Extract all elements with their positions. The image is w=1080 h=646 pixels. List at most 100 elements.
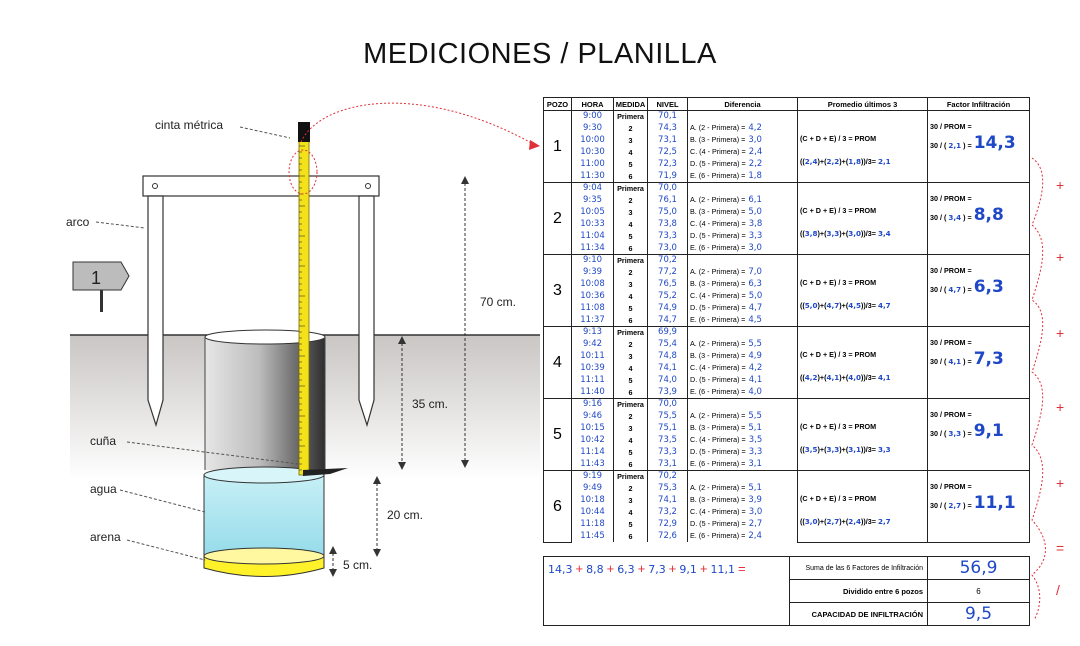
capacidad-value: 9,5 xyxy=(927,602,1030,626)
header-factor: Factor Infiltración xyxy=(927,97,1030,111)
nivel-cell: 76,1 xyxy=(647,194,688,206)
stake-sign: 1 xyxy=(72,261,130,312)
diferencia-cell: E. (6 - Primera) =4,0 xyxy=(687,386,798,399)
summary-table: 14,3+8,8+6,3+7,3+9,1+11,1= Suma de las 6… xyxy=(543,556,1030,626)
annotation-plus: + xyxy=(1056,177,1064,193)
medida-cell: 4 xyxy=(613,362,648,374)
pozo-number: 1 xyxy=(543,110,572,183)
cuna-wedge xyxy=(303,468,348,476)
hora-cell: 10:00 xyxy=(571,134,614,146)
header-promedio: Promedio últimos 3 xyxy=(797,97,928,111)
diferencia-cell: A. (2 - Primera) =5,5 xyxy=(687,410,798,422)
medida-cell: 4 xyxy=(613,146,648,158)
hora-cell: 10:05 xyxy=(571,206,614,218)
hora-cell: 9:30 xyxy=(571,122,614,134)
sum-annotations: +++++=/ xyxy=(1031,157,1064,621)
sand-layer xyxy=(203,547,325,577)
diferencia-cell xyxy=(687,398,798,410)
suma-value: 56,9 xyxy=(927,556,1030,580)
nivel-cell: 74,7 xyxy=(647,314,688,327)
hora-cell: 9:00 xyxy=(571,110,614,122)
measuring-tape xyxy=(298,122,310,476)
diferencia-cell: D. (5 - Primera) =2,7 xyxy=(687,518,798,530)
medida-cell: 3 xyxy=(613,494,648,506)
diferencia-cell: A. (2 - Primera) =5,1 xyxy=(687,482,798,494)
hora-cell: 11:14 xyxy=(571,446,614,458)
factor-cell: 30 / PROM = 30 / ( 2,7 ) = 11,1 xyxy=(927,470,1030,543)
hora-cell: 10:39 xyxy=(571,362,614,374)
hora-cell: 9:49 xyxy=(571,482,614,494)
diferencia-cell: E. (6 - Primera) =3,0 xyxy=(687,242,798,255)
nivel-cell: 75,2 xyxy=(647,290,688,302)
medida-cell: 6 xyxy=(613,458,648,471)
label-cinta: cinta métrica xyxy=(155,118,223,132)
diferencia-cell: C. (4 - Primera) =3,5 xyxy=(687,434,798,446)
diferencia-cell: E. (6 - Primera) =1,8 xyxy=(687,170,798,183)
medida-cell: 5 xyxy=(613,158,648,170)
medida-cell: 3 xyxy=(613,278,648,290)
nivel-cell: 74,9 xyxy=(647,302,688,314)
hora-cell: 11:04 xyxy=(571,230,614,242)
medida-cell: 4 xyxy=(613,434,648,446)
medida-cell: 4 xyxy=(613,506,648,518)
diferencia-cell: B. (3 - Primera) =3,0 xyxy=(687,134,798,146)
medida-cell: 6 xyxy=(613,242,648,255)
hora-cell: 11:08 xyxy=(571,302,614,314)
diferencia-cell: E. (6 - Primera) =2,4 xyxy=(687,530,798,542)
label-arena: arena xyxy=(90,530,121,544)
hora-cell: 9:46 xyxy=(571,410,614,422)
annotation-plus: + xyxy=(1056,325,1064,341)
nivel-cell: 70,0 xyxy=(647,398,688,410)
page-title: MEDICIONES / PLANILLA xyxy=(363,38,717,70)
nivel-cell: 74,3 xyxy=(647,122,688,134)
arco-frame xyxy=(142,175,380,428)
capacidad-label: CAPACIDAD DE INFILTRACIÓN xyxy=(789,602,928,626)
annotation-equals: = xyxy=(1056,540,1064,556)
diferencia-cell: A. (2 - Primera) =5,5 xyxy=(687,338,798,350)
pozo-number: 4 xyxy=(543,326,572,399)
medida-cell: 2 xyxy=(613,266,648,278)
medida-cell: Primera xyxy=(613,110,648,122)
diferencia-cell: D. (5 - Primera) =3,3 xyxy=(687,230,798,242)
medida-cell: 3 xyxy=(613,350,648,362)
promedio-cell: (C + D + E) / 3 = PROM ((3,8)+(3,3)+(3,0… xyxy=(797,182,928,255)
hora-cell: 11:43 xyxy=(571,458,614,471)
annotation-plus: + xyxy=(1056,249,1064,265)
medida-cell: 6 xyxy=(613,530,648,542)
water-column xyxy=(203,466,325,568)
medida-cell: 3 xyxy=(613,422,648,434)
hora-cell: 9:39 xyxy=(571,266,614,278)
diferencia-cell: D. (5 - Primera) =4,7 xyxy=(687,302,798,314)
hora-cell: 10:11 xyxy=(571,350,614,362)
hora-cell: 10:30 xyxy=(571,146,614,158)
medida-cell: 2 xyxy=(613,338,648,350)
medida-cell: Primera xyxy=(613,326,648,338)
nivel-cell: 73,3 xyxy=(647,230,688,242)
diferencia-cell: A. (2 - Primera) =6,1 xyxy=(687,194,798,206)
hora-cell: 9:35 xyxy=(571,194,614,206)
promedio-cell: (C + D + E) / 3 = PROM ((3,5)+(3,3)+(3,1… xyxy=(797,398,928,471)
diferencia-cell: B. (3 - Primera) =3,9 xyxy=(687,494,798,506)
medida-cell: 2 xyxy=(613,194,648,206)
nivel-cell: 74,8 xyxy=(647,350,688,362)
hora-cell: 9:42 xyxy=(571,338,614,350)
nivel-cell: 70,1 xyxy=(647,110,688,122)
factor-cell: 30 / PROM = 30 / ( 3,3 ) = 9,1 xyxy=(927,398,1030,471)
hora-cell: 9:13 xyxy=(571,326,614,338)
